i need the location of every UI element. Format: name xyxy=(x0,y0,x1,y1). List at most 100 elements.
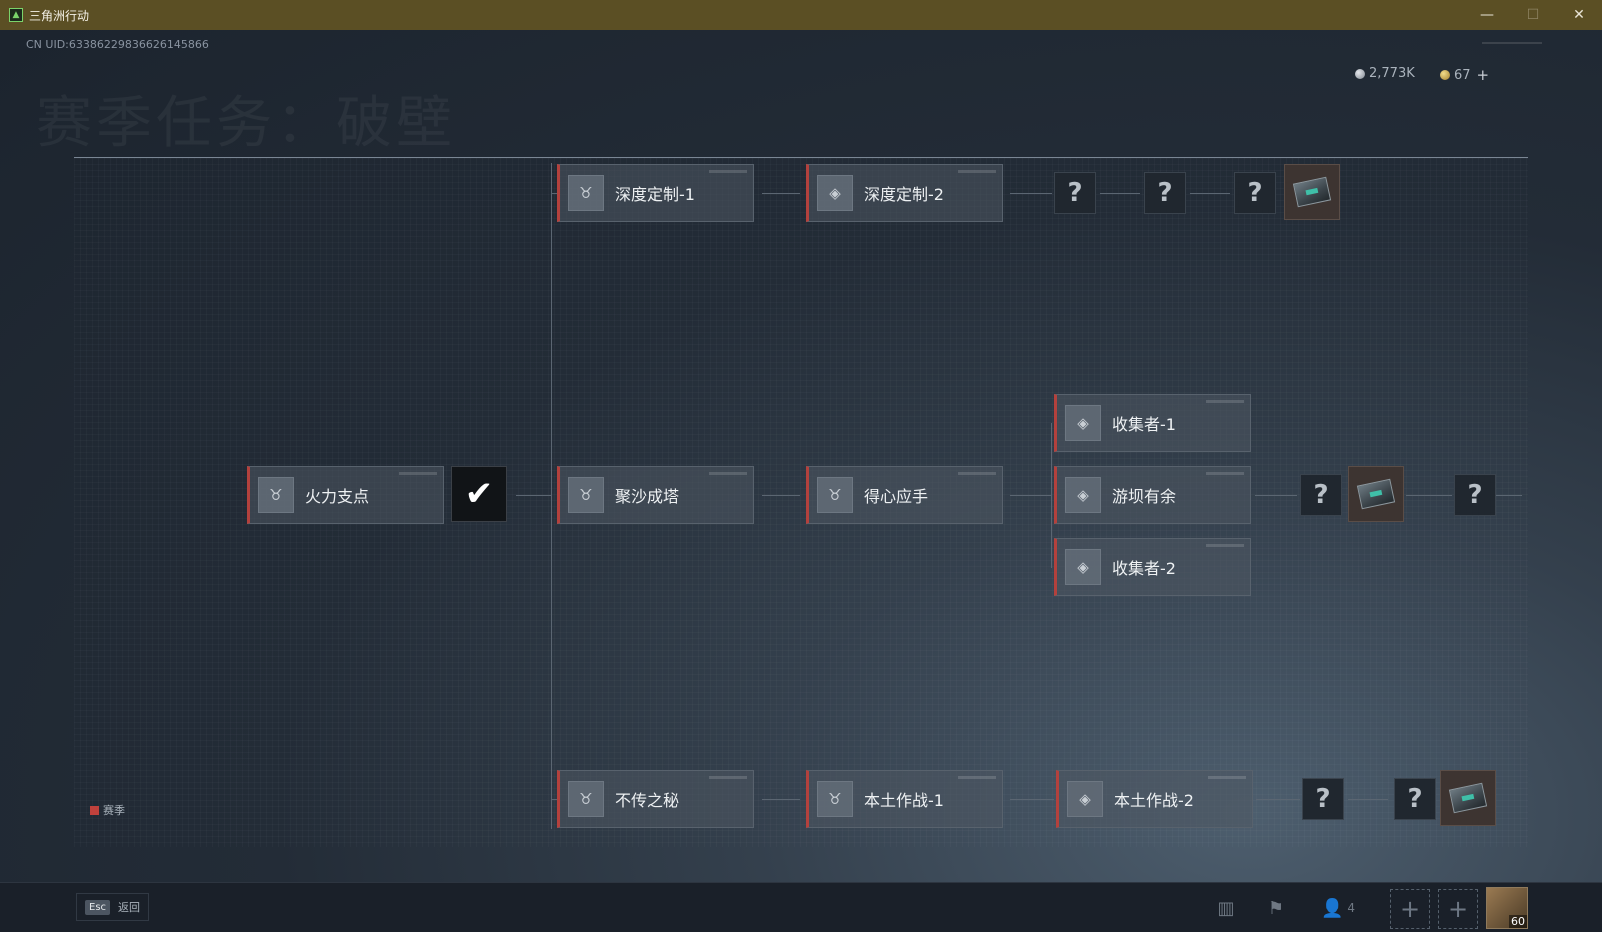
silver-coin-icon xyxy=(1355,68,1365,79)
locked-reward-slot[interactable]: ? xyxy=(1394,778,1436,820)
friends-icon: 👤 xyxy=(1320,897,1344,919)
locked-reward-slot[interactable]: ? xyxy=(1300,474,1342,516)
minimize-button[interactable]: — xyxy=(1480,7,1494,23)
locked-reward-slot[interactable]: ? xyxy=(1054,172,1096,214)
task-label: 收集者-2 xyxy=(1112,559,1176,578)
connector xyxy=(1100,193,1140,194)
back-label: 返回 xyxy=(118,901,141,914)
window-title: 三角洲行动 xyxy=(29,8,90,23)
task-collector-2[interactable]: ◈ 收集者-2 xyxy=(1054,538,1251,596)
card-decoration xyxy=(709,170,747,173)
app-logo-icon: ▲ xyxy=(9,8,23,22)
locked-reward-slot[interactable]: ? xyxy=(1234,172,1276,214)
task-label: 聚沙成塔 xyxy=(615,487,680,506)
flag-icon[interactable]: ⚑ xyxy=(1267,897,1285,919)
task-firepower-point[interactable]: ♉ 火力支点 xyxy=(247,466,444,524)
completed-checkmark-icon: ✔ xyxy=(451,466,507,522)
task-label: 得心应手 xyxy=(864,487,929,506)
card-decoration xyxy=(958,776,996,779)
medal-icon: ♉ xyxy=(817,781,853,817)
connector xyxy=(762,799,800,800)
header-divider xyxy=(1482,42,1542,44)
card-decoration xyxy=(958,472,996,475)
task-depth-custom-1[interactable]: ♉ 深度定制-1 xyxy=(557,164,754,222)
card-decoration xyxy=(1206,472,1244,475)
task-label: 火力支点 xyxy=(305,487,370,506)
close-button[interactable]: ✕ xyxy=(1573,7,1585,23)
connector xyxy=(762,193,800,194)
card-decoration xyxy=(709,776,747,779)
season-legend-swatch xyxy=(90,805,99,815)
task-label: 深度定制-2 xyxy=(864,185,944,204)
connector xyxy=(1406,495,1452,496)
connector xyxy=(1496,495,1522,496)
maximize-button[interactable]: ☐ xyxy=(1526,7,1540,23)
task-depth-custom-2[interactable]: ◈ 深度定制-2 xyxy=(806,164,1003,222)
connector-branch xyxy=(1051,423,1052,568)
locked-reward-slot[interactable]: ? xyxy=(1302,778,1344,820)
page-title: 赛季任务：破壁 xyxy=(36,91,456,156)
reward-chest[interactable] xyxy=(1348,466,1404,522)
reward-chest[interactable] xyxy=(1284,164,1340,220)
diamond-target-icon: ◈ xyxy=(1065,549,1101,585)
task-secret[interactable]: ♉ 不传之秘 xyxy=(557,770,754,828)
player-level: 60 xyxy=(1509,915,1527,928)
reward-chest[interactable] xyxy=(1440,770,1496,826)
back-button[interactable]: Esc 返回 xyxy=(76,893,150,921)
card-decoration xyxy=(1206,544,1244,547)
connector xyxy=(1348,799,1388,800)
connector xyxy=(551,193,557,194)
task-sand-tower[interactable]: ♉ 聚沙成塔 xyxy=(557,466,754,524)
task-skillful[interactable]: ♉ 得心应手 xyxy=(806,466,1003,524)
medal-icon: ♉ xyxy=(258,477,294,513)
card-decoration xyxy=(709,472,747,475)
task-label: 本土作战-2 xyxy=(1114,791,1194,810)
gold-currency-value: 67 xyxy=(1454,67,1471,83)
bottom-bar: Esc 返回 ▥ ⚑ 👤 4 + + 60 xyxy=(0,882,1602,932)
friends-count: 4 xyxy=(1347,901,1356,915)
task-label: 不传之秘 xyxy=(615,791,680,810)
add-currency-icon[interactable]: + xyxy=(1476,66,1490,84)
friends-button[interactable]: 👤 4 xyxy=(1316,893,1360,923)
connector xyxy=(1010,193,1052,194)
chest-icon xyxy=(1292,176,1332,208)
task-local-combat-1[interactable]: ♉ 本土作战-1 xyxy=(806,770,1003,828)
connector-trunk xyxy=(551,163,552,829)
legend-label: 赛季 xyxy=(103,804,125,817)
medal-icon: ♉ xyxy=(568,781,604,817)
task-label: 游坝有余 xyxy=(1112,487,1177,506)
connector xyxy=(1010,495,1052,496)
gold-currency[interactable]: 67 + xyxy=(1440,66,1489,84)
title-bar: ▲ 三角洲行动 — ☐ ✕ xyxy=(0,0,1602,30)
connector xyxy=(1255,495,1297,496)
locked-reward-slot[interactable]: ? xyxy=(1144,172,1186,214)
card-decoration xyxy=(1206,400,1244,403)
card-decoration xyxy=(958,170,996,173)
silver-currency: 2,773K xyxy=(1355,66,1415,81)
connector xyxy=(1010,799,1054,800)
locked-reward-slot[interactable]: ? xyxy=(1454,474,1496,516)
team-slot-button[interactable]: + xyxy=(1438,889,1478,929)
connector xyxy=(516,495,552,496)
connector xyxy=(1256,799,1300,800)
task-collector-1[interactable]: ◈ 收集者-1 xyxy=(1054,394,1251,452)
chest-icon xyxy=(1356,478,1396,510)
avatar[interactable]: 60 xyxy=(1486,887,1528,929)
task-label: 深度定制-1 xyxy=(615,185,695,204)
chest-icon xyxy=(1448,782,1488,814)
task-dam-surplus[interactable]: ◈ 游坝有余 xyxy=(1054,466,1251,524)
team-slot-button[interactable]: + xyxy=(1390,889,1430,929)
task-label: 本土作战-1 xyxy=(864,791,944,810)
medal-icon: ♉ xyxy=(568,477,604,513)
task-local-combat-2[interactable]: ◈ 本土作战-2 xyxy=(1056,770,1253,828)
player-uid: CN UID:63386229836626145866 xyxy=(26,38,209,51)
silver-currency-value: 2,773K xyxy=(1369,66,1415,81)
diamond-target-icon: ◈ xyxy=(1065,405,1101,441)
stats-chart-icon[interactable]: ▥ xyxy=(1217,897,1235,919)
connector xyxy=(1190,193,1230,194)
diamond-target-icon: ◈ xyxy=(1065,477,1101,513)
diamond-target-icon: ◈ xyxy=(817,175,853,211)
card-decoration xyxy=(399,472,437,475)
legend: 赛季 xyxy=(90,802,125,818)
connector xyxy=(762,495,800,496)
